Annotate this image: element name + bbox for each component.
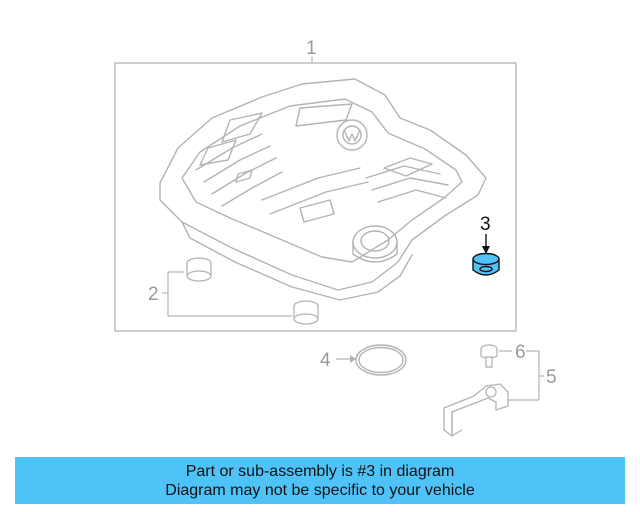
callout-5-label: 5 bbox=[546, 367, 557, 388]
callout-2-label: 2 bbox=[148, 284, 159, 305]
callout-2-leader bbox=[162, 271, 292, 317]
callout-4-arrow bbox=[350, 355, 356, 363]
assembly-frame bbox=[114, 62, 517, 332]
callout-6-label: 6 bbox=[515, 342, 526, 363]
banner-line-part: Part or sub-assembly is #3 in diagram bbox=[185, 462, 455, 480]
callout-4-label: 4 bbox=[320, 350, 331, 371]
callout-1-label: 1 bbox=[306, 38, 317, 59]
bolt bbox=[480, 344, 498, 368]
callout-3-arrow bbox=[482, 246, 490, 254]
callout-5-leader bbox=[508, 350, 544, 401]
seal-ring bbox=[355, 344, 407, 376]
grommet-upper bbox=[186, 257, 212, 282]
bracket bbox=[443, 383, 509, 437]
engine-cover bbox=[159, 78, 487, 301]
grommet-highlighted bbox=[472, 252, 500, 276]
info-banner: Part or sub-assembly is #3 in diagram Di… bbox=[15, 457, 625, 504]
callout-3-label: 3 bbox=[480, 214, 491, 235]
banner-line-disclaimer: Diagram may not be specific to your vehi… bbox=[165, 481, 475, 499]
grommet-lower bbox=[293, 300, 319, 325]
